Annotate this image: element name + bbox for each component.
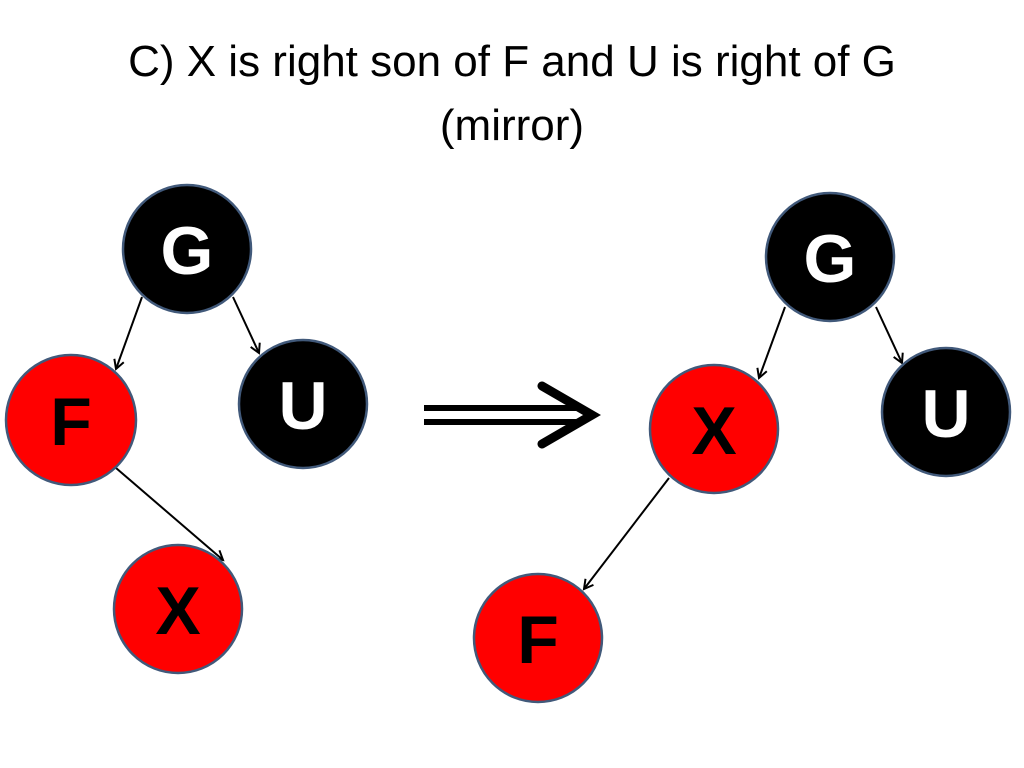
slide-title: C) X is right son of F and U is right of…: [0, 30, 1024, 158]
after-node-u-label: U: [921, 376, 970, 452]
before-node-x: X: [112, 543, 244, 675]
edge-after-x-to-f: [584, 477, 670, 589]
before-node-f: F: [4, 353, 138, 487]
transform-arrow-icon: [424, 381, 601, 449]
before-node-g: G: [121, 183, 253, 315]
edge-after-g-to-x: [759, 306, 786, 378]
after-node-f: F: [472, 572, 604, 704]
before-node-u: U: [237, 338, 369, 470]
edge-before-g-to-u: [232, 296, 259, 353]
before-node-g-label: G: [161, 213, 214, 289]
after-node-g: G: [764, 191, 896, 323]
edge-after-g-to-u: [875, 306, 902, 363]
after-node-x: X: [648, 363, 780, 495]
edge-before-f-to-x: [115, 467, 223, 560]
after-node-u: U: [880, 346, 1012, 478]
edge-before-g-to-f: [116, 296, 143, 369]
before-node-f-label: F: [50, 384, 92, 460]
after-node-g-label: G: [804, 221, 857, 297]
before-node-u-label: U: [278, 368, 327, 444]
after-node-x-label: X: [691, 393, 736, 469]
title-line-2: (mirror): [439, 101, 585, 150]
after-node-f-label: F: [517, 602, 559, 678]
before-node-x-label: X: [155, 573, 200, 649]
title-line-1: C) X is right son of F and U is right of…: [128, 37, 896, 86]
